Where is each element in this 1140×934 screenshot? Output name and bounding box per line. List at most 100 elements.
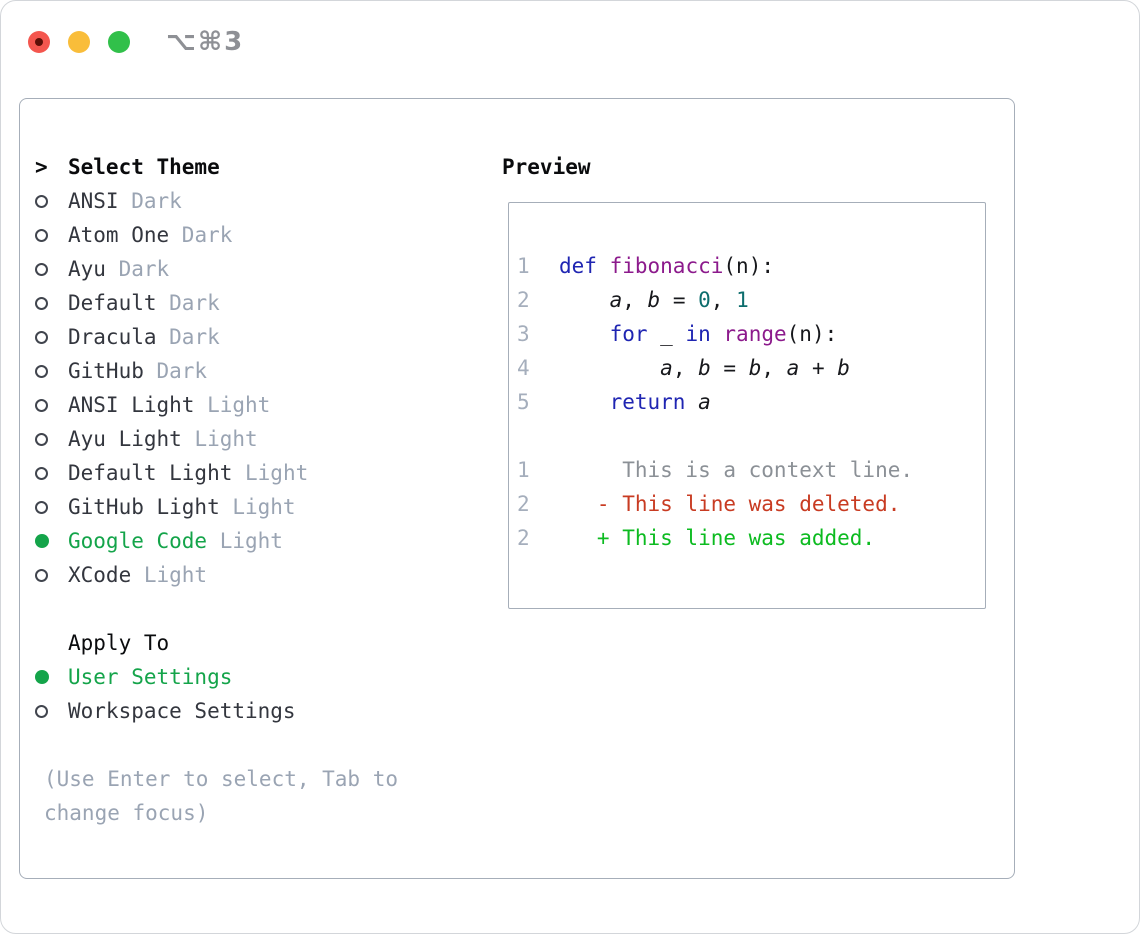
close-button[interactable] xyxy=(28,31,50,53)
radio-cell xyxy=(35,189,68,213)
code-token: a xyxy=(609,288,623,312)
help-text-line-2: change focus) xyxy=(44,801,209,825)
radio-icon xyxy=(35,705,48,718)
radio-cell xyxy=(35,665,68,689)
theme-variant: Light xyxy=(181,427,258,451)
theme-name: Default xyxy=(68,291,157,315)
radio-cell xyxy=(35,563,68,587)
code-token: _ xyxy=(647,322,686,346)
radio-cell xyxy=(35,359,68,383)
code-token: in xyxy=(685,322,711,346)
radio-icon xyxy=(35,229,48,242)
theme-option[interactable]: ANSI Dark xyxy=(35,184,398,218)
code-token: b xyxy=(647,288,661,312)
theme-option[interactable]: GitHub Light Light xyxy=(35,490,398,524)
radio-cell xyxy=(35,699,68,723)
theme-variant: Dark xyxy=(105,257,170,281)
help-text-line-1: (Use Enter to select, Tab to xyxy=(44,767,399,791)
apply-to-option[interactable]: User Settings xyxy=(35,660,398,694)
window-titlebar: ⌥⌘3 xyxy=(28,27,244,57)
theme-name: XCode xyxy=(68,563,132,587)
code-token xyxy=(559,356,660,380)
diff-line: 2 - This line was deleted. xyxy=(517,487,985,521)
theme-variant: Dark xyxy=(156,291,220,315)
diff-line: 1 This is a context line. xyxy=(517,453,985,487)
theme-name: Atom One xyxy=(68,223,170,247)
code-line: 5 return a xyxy=(517,385,985,419)
theme-option[interactable]: Ayu Light Light xyxy=(35,422,398,456)
radio-cell xyxy=(35,393,68,417)
theme-name: GitHub Light xyxy=(68,495,220,519)
theme-option-label: XCode Light xyxy=(68,563,207,587)
code-token: n xyxy=(799,322,812,346)
line-number: 2 xyxy=(517,492,530,516)
diff-text: This is a context line. xyxy=(559,458,914,482)
theme-name: Google Code xyxy=(68,529,208,553)
theme-option[interactable]: GitHub Dark xyxy=(35,354,398,388)
radio-icon xyxy=(35,331,48,344)
radio-icon xyxy=(35,365,48,378)
code-token: = xyxy=(710,356,749,380)
theme-variant: Light xyxy=(194,393,271,417)
radio-icon xyxy=(35,501,48,514)
line-number: 3 xyxy=(517,322,530,346)
code-token: def xyxy=(559,254,597,278)
diff-text: - This line was deleted. xyxy=(559,492,901,516)
zoom-button[interactable] xyxy=(108,31,130,53)
code-token: b xyxy=(748,356,762,380)
code-token: ( xyxy=(786,322,800,346)
theme-option-label: Atom One Dark xyxy=(68,223,232,247)
theme-option[interactable]: Default Light Light xyxy=(35,456,398,490)
code-token xyxy=(685,390,698,414)
code-token: , xyxy=(672,356,699,380)
code-token xyxy=(597,254,610,278)
radio-cell xyxy=(35,257,68,281)
theme-option[interactable]: Google Code Light xyxy=(35,524,398,558)
theme-option[interactable]: XCode Light xyxy=(35,558,398,592)
code-token: for xyxy=(609,322,648,346)
code-token: , xyxy=(622,288,648,312)
radio-icon xyxy=(35,569,48,582)
code-line: 2 a, b = 0, 1 xyxy=(517,283,985,317)
theme-option-label: Ayu Light Light xyxy=(68,427,258,451)
code-line: 3 for _ in range(n): xyxy=(517,317,985,351)
apply-to-option[interactable]: Workspace Settings xyxy=(35,694,398,728)
apply-to-title: Apply To xyxy=(68,631,170,655)
code-token: a xyxy=(786,356,800,380)
theme-option-label: GitHub Dark xyxy=(68,359,207,383)
code-token xyxy=(559,322,610,346)
radio-icon xyxy=(35,467,48,480)
code-token: ): xyxy=(811,322,838,346)
theme-option[interactable]: ANSI Light Light xyxy=(35,388,398,422)
theme-name: Ayu Light xyxy=(68,427,182,451)
code-token: 1 xyxy=(736,288,749,312)
theme-option[interactable]: Dracula Dark xyxy=(35,320,398,354)
theme-variant: Dark xyxy=(143,359,208,383)
theme-option[interactable]: Atom One Dark xyxy=(35,218,398,252)
theme-variant: Dark xyxy=(118,189,182,213)
line-number: 1 xyxy=(517,254,530,278)
theme-option[interactable]: Default Dark xyxy=(35,286,398,320)
code-token: range xyxy=(723,322,787,346)
theme-option-label: Google Code Light xyxy=(68,529,283,553)
theme-option[interactable]: Ayu Dark xyxy=(35,252,398,286)
code-token: , xyxy=(710,288,737,312)
radio-cell xyxy=(35,325,68,349)
radio-cell xyxy=(35,529,68,553)
minimize-button[interactable] xyxy=(68,31,90,53)
radio-icon xyxy=(35,399,48,412)
theme-option-label: GitHub Light Light xyxy=(68,495,296,519)
radio-selected-icon xyxy=(35,534,49,548)
code-token: ): xyxy=(748,254,774,278)
blank-line xyxy=(517,419,985,453)
apply-to-label: Workspace Settings xyxy=(68,699,296,723)
radio-icon xyxy=(35,263,48,276)
